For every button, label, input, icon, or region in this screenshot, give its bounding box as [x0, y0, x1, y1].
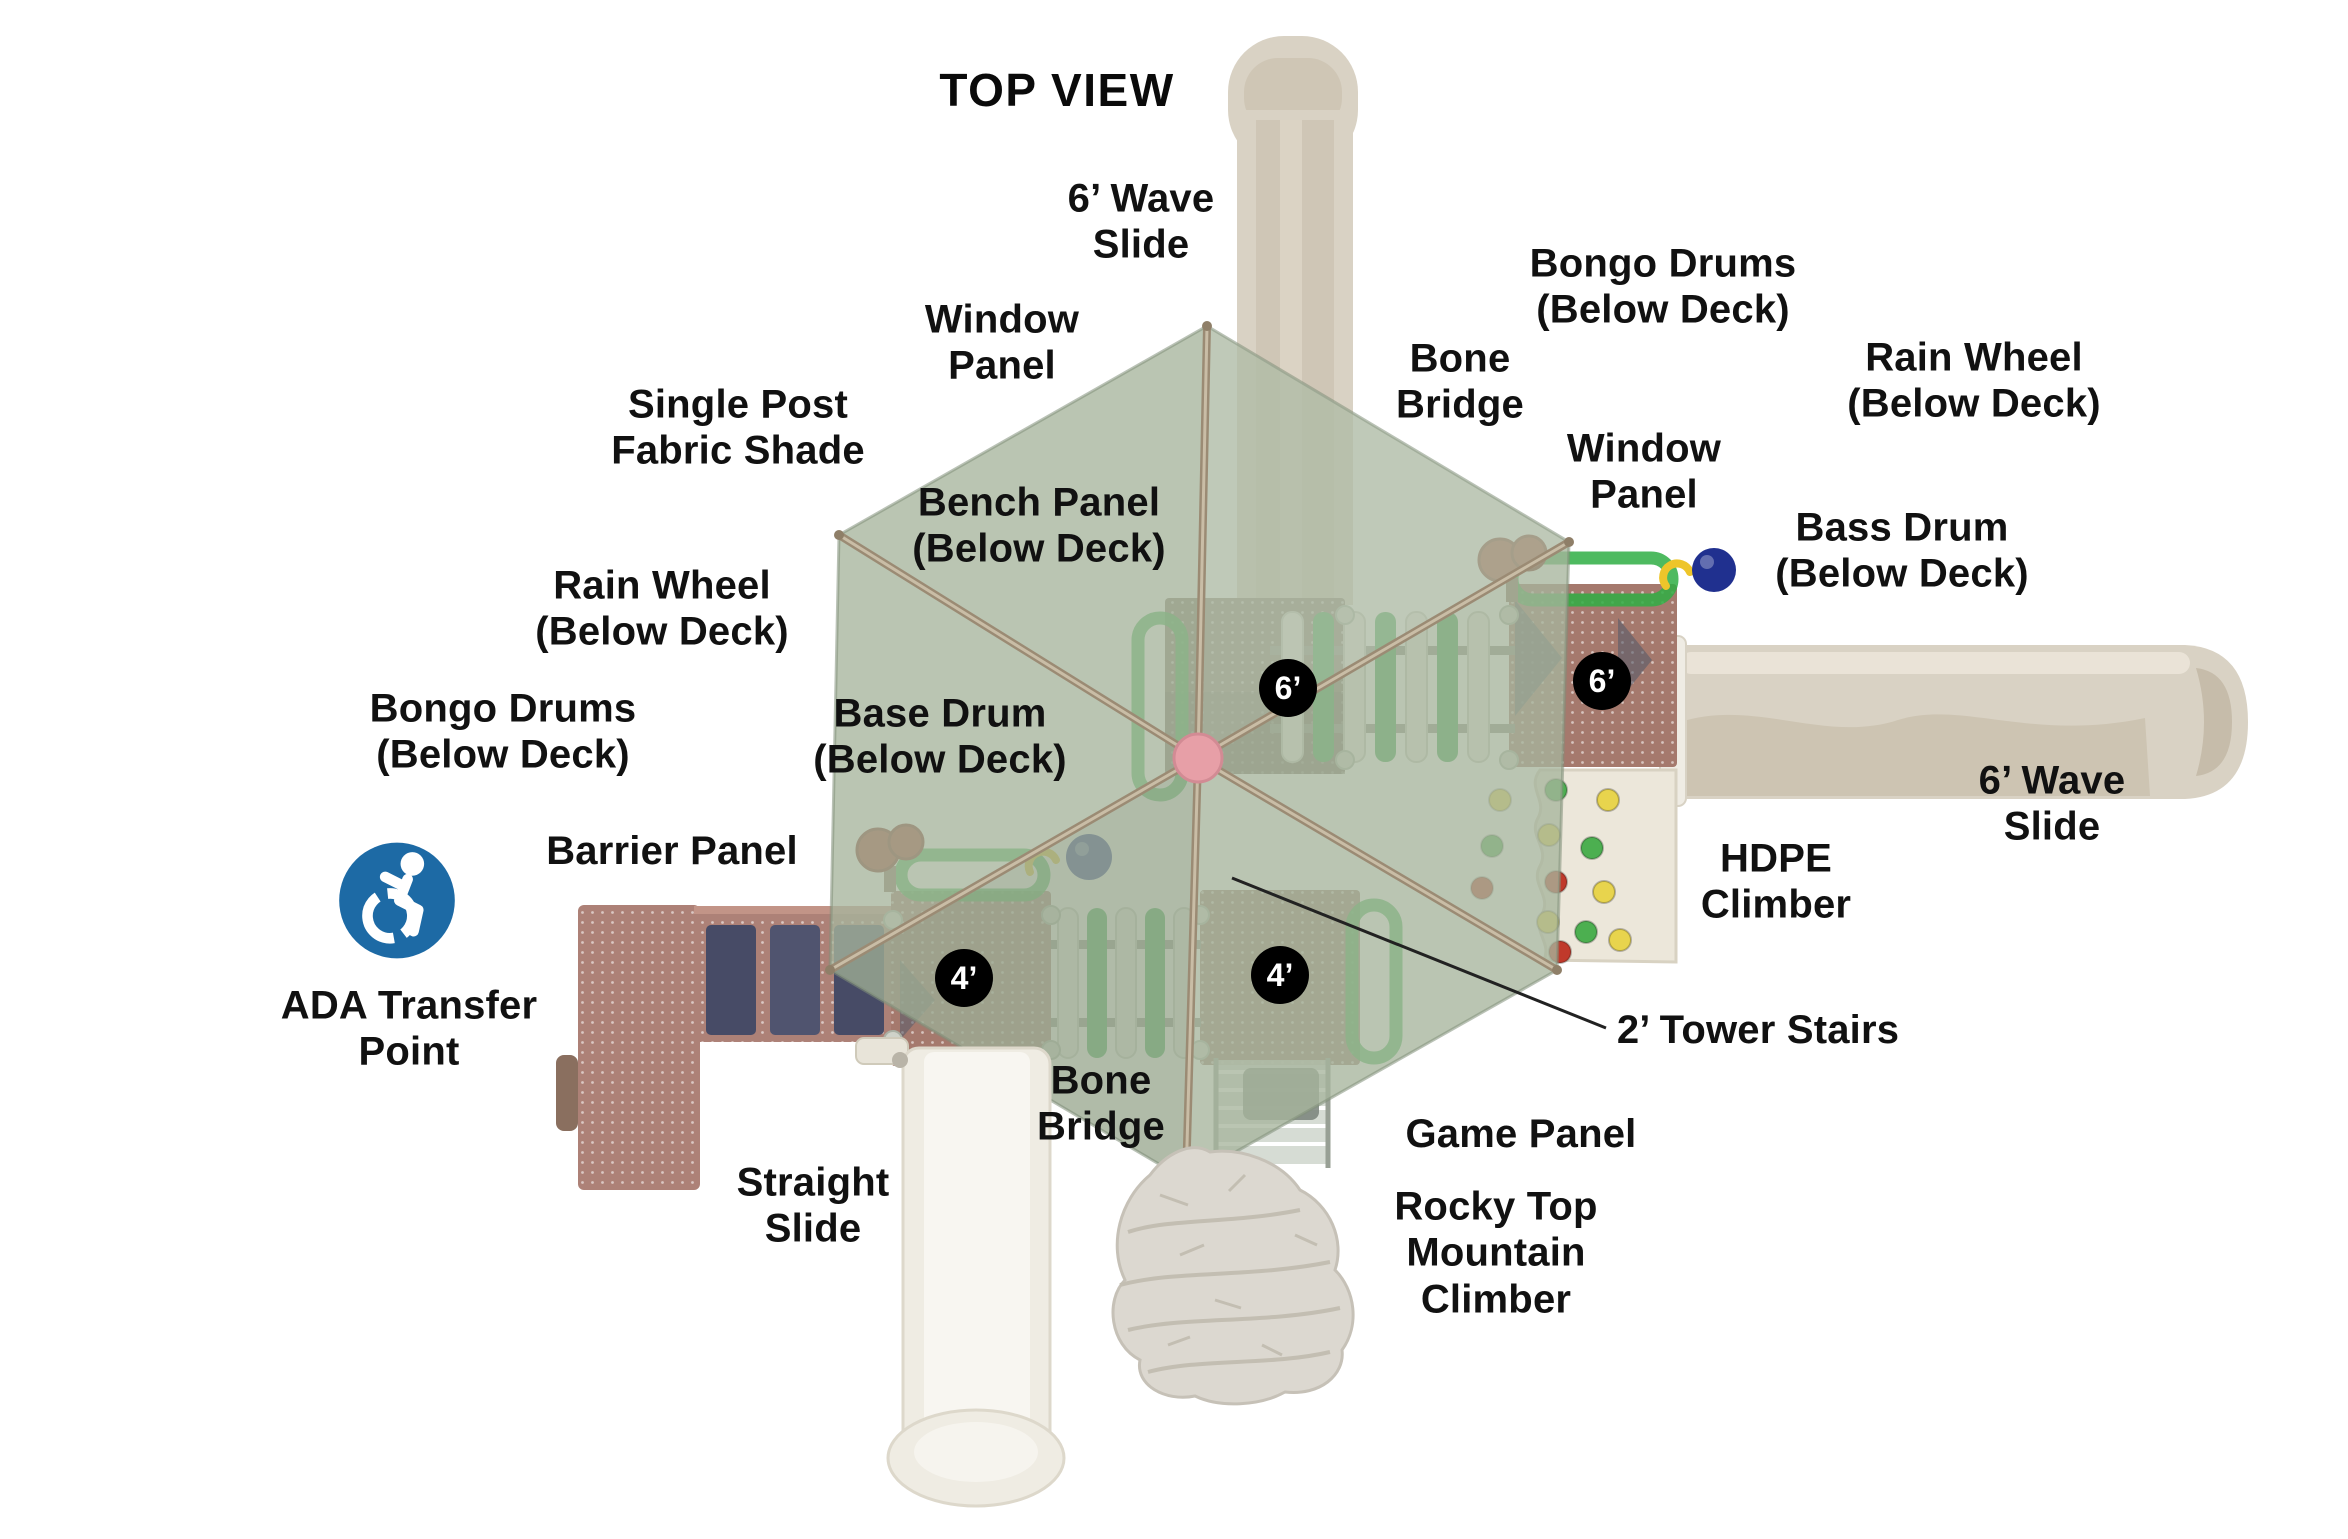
label-straight-slide: Straight Slide — [736, 1160, 890, 1251]
shade-center-hub — [1172, 732, 1224, 784]
ada-transfer-station — [556, 905, 894, 1190]
label-wave-slide-right: 6’ Wave Slide — [1978, 758, 2126, 849]
label-bongo-drums-left: Bongo Drums (Below Deck) — [369, 686, 637, 777]
label-window-panel-right: Window Panel — [1566, 426, 1722, 517]
label-hdpe-climber: HDPE Climber — [1700, 836, 1852, 927]
deck-marker-4ft-left: 4’ — [935, 949, 993, 1007]
label-rain-wheel-right: Rain Wheel (Below Deck) — [1847, 335, 2101, 426]
label-barrier-panel: Barrier Panel — [546, 828, 798, 873]
label-window-panel-left: Window Panel — [924, 297, 1080, 388]
label-top-wave-slide: 6’ Wave Slide — [1067, 176, 1215, 267]
label-bench-panel: Bench Panel (Below Deck) — [912, 480, 1166, 571]
label-bone-bridge-bottom: Bone Bridge — [1037, 1058, 1165, 1149]
deck-marker-6ft-top: 6’ — [1259, 659, 1317, 717]
straight-slide — [855, 1037, 1066, 1508]
ada-accessibility-icon — [338, 842, 456, 965]
bass-drum-right-deck — [1659, 548, 1736, 592]
fabric-shade-canopy — [825, 321, 1574, 1185]
label-game-panel: Game Panel — [1405, 1111, 1637, 1156]
page-title: TOP VIEW — [939, 64, 1175, 116]
label-base-drum: Base Drum (Below Deck) — [813, 691, 1067, 782]
right-wave-slide — [1659, 635, 2248, 807]
label-tower-stairs: 2’ Tower Stairs — [1616, 1007, 1900, 1052]
accessible-icon — [339, 842, 455, 959]
label-bongo-drums-right: Bongo Drums (Below Deck) — [1529, 241, 1797, 332]
label-ada-transfer-point: ADA Transfer Point — [280, 983, 538, 1074]
deck-marker-4ft-bottom: 4’ — [1251, 946, 1309, 1004]
label-rocky-top-mountain-climber: Rocky Top Mountain Climber — [1394, 1184, 1598, 1322]
label-single-post-fabric-shade: Single Post Fabric Shade — [611, 382, 865, 473]
label-bone-bridge-top: Bone Bridge — [1396, 336, 1524, 427]
shade-ribs — [826, 322, 1573, 1184]
rocky-top-mountain-climber — [1111, 1146, 1355, 1406]
label-bass-drum: Bass Drum (Below Deck) — [1775, 505, 2029, 596]
label-rain-wheel-left: Rain Wheel (Below Deck) — [535, 563, 789, 654]
tower-stairs-leader-line — [1231, 876, 1607, 1030]
deck-marker-6ft-right: 6’ — [1573, 652, 1631, 710]
